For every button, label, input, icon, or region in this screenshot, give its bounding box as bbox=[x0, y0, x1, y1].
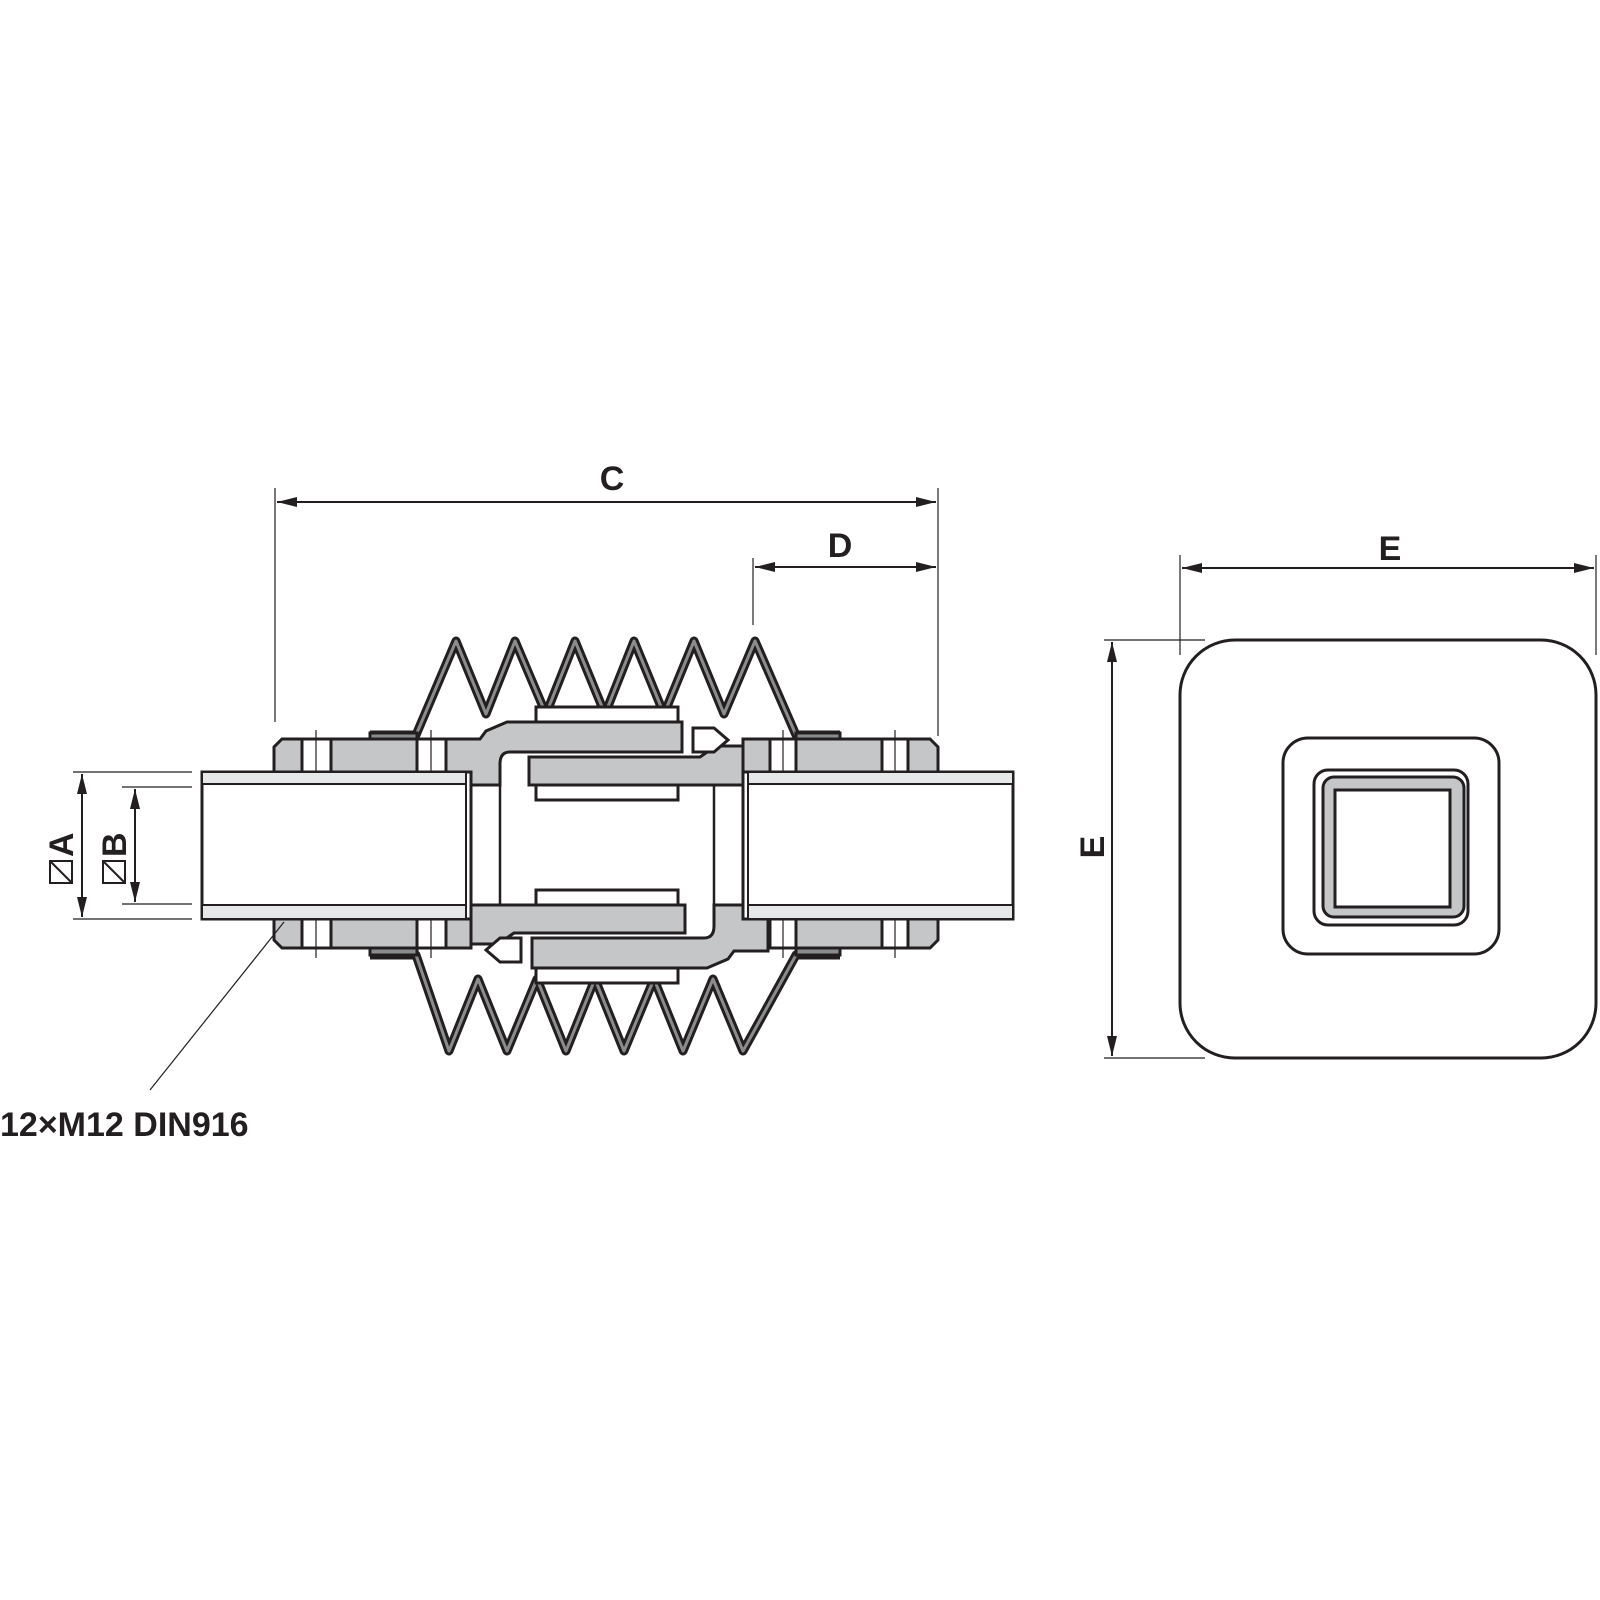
dimension-e-vertical: E bbox=[1074, 639, 1205, 1059]
label-a: A bbox=[43, 832, 81, 857]
dimension-b: B bbox=[96, 786, 192, 905]
dimension-e-horizontal: E bbox=[1179, 530, 1597, 655]
pipe-right bbox=[741, 770, 1015, 921]
label-b: B bbox=[96, 832, 134, 857]
dimension-d: D bbox=[752, 527, 936, 625]
coupling-bottom bbox=[469, 888, 770, 985]
label-d: D bbox=[828, 527, 853, 565]
side-view bbox=[1178, 638, 1598, 1060]
pipe-left bbox=[200, 770, 473, 921]
label-e-vertical: E bbox=[1074, 836, 1112, 859]
bolt-callout: 12×M12 DIN916 bbox=[0, 921, 285, 1144]
bolt-spec-label: 12×M12 DIN916 bbox=[0, 1106, 249, 1144]
square-section-icon bbox=[102, 860, 126, 884]
label-c: C bbox=[600, 460, 625, 498]
square-section-icon bbox=[49, 860, 73, 884]
dimension-c: C bbox=[274, 460, 939, 736]
label-e-horizontal: E bbox=[1379, 530, 1402, 568]
coupling-top bbox=[444, 705, 745, 802]
coupling-web bbox=[498, 785, 716, 905]
dimension-a: A bbox=[43, 771, 192, 920]
